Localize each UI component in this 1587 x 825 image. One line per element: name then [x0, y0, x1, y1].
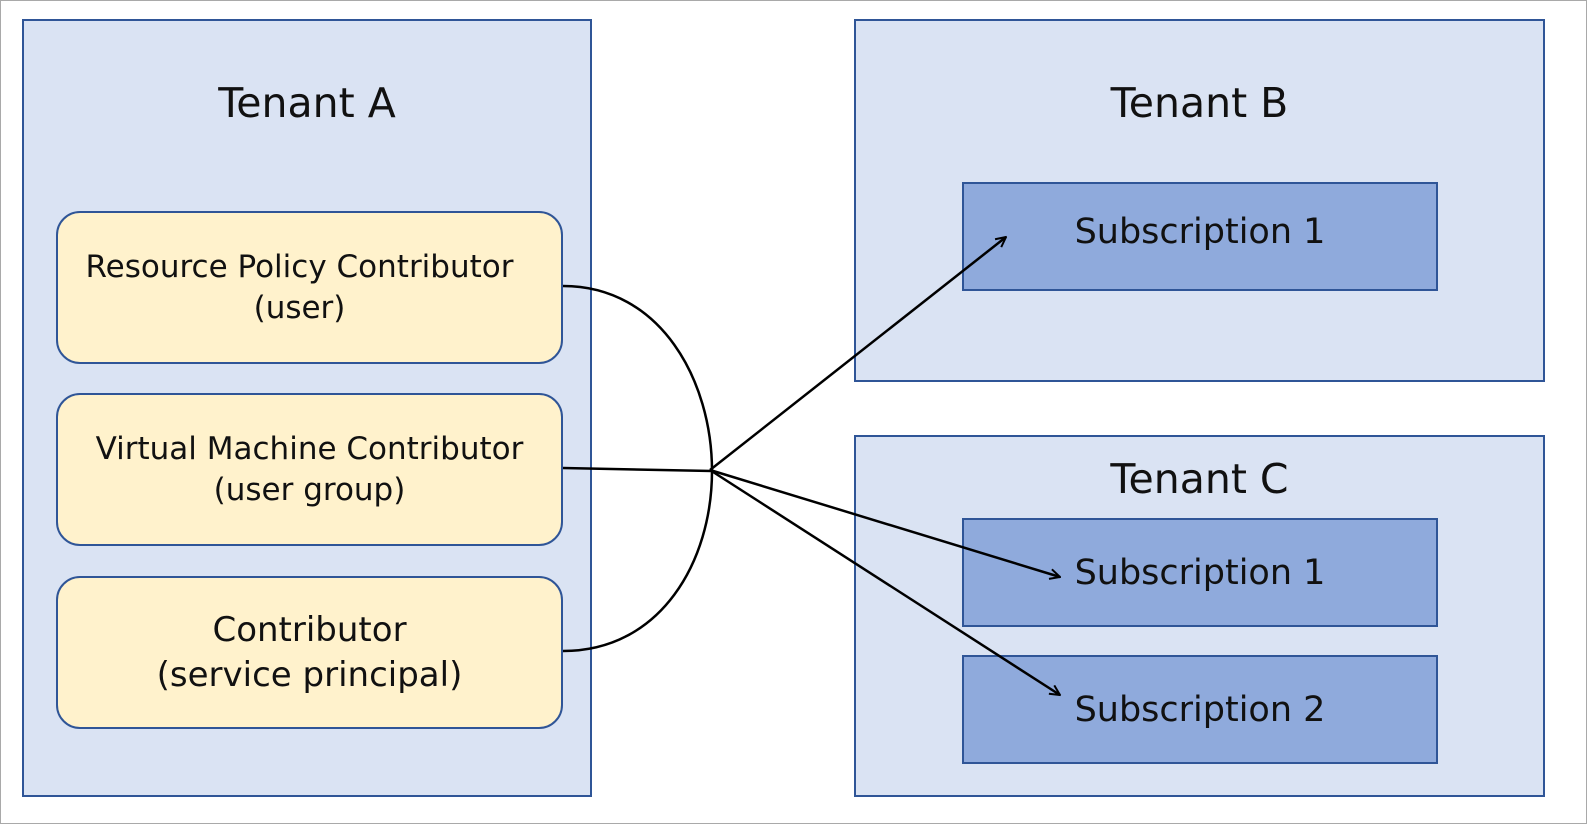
- role-resource-policy-contributor: Resource Policy Contributor (user): [56, 211, 563, 364]
- role-assignee: (user): [253, 289, 346, 326]
- role-name: Virtual Machine Contributor: [95, 430, 524, 467]
- tenant-a-box: Tenant A Resource Policy Contributor (us…: [22, 19, 592, 797]
- tenant-c-box: Tenant C Subscription 1 Subscription 2: [854, 435, 1545, 797]
- tenant-c-subscription-2: Subscription 2: [962, 655, 1438, 764]
- role-name: Resource Policy Contributor: [85, 248, 514, 285]
- tenant-b-title: Tenant B: [1110, 79, 1289, 127]
- role-virtual-machine-contributor: Virtual Machine Contributor (user group): [56, 393, 563, 546]
- role-contributor: Contributor (service principal): [56, 576, 563, 729]
- tenant-b-subscription-1: Subscription 1: [962, 182, 1438, 291]
- role-assignee: (service principal): [156, 654, 463, 695]
- tenant-c-subscription-1: Subscription 1: [962, 518, 1438, 627]
- role-assignee: (user group): [213, 471, 406, 508]
- tenant-b-box: Tenant B Subscription 1: [854, 19, 1545, 382]
- tenant-a-title: Tenant A: [218, 79, 396, 127]
- role-name: Contributor: [212, 609, 407, 650]
- tenant-c-title: Tenant C: [1110, 455, 1289, 503]
